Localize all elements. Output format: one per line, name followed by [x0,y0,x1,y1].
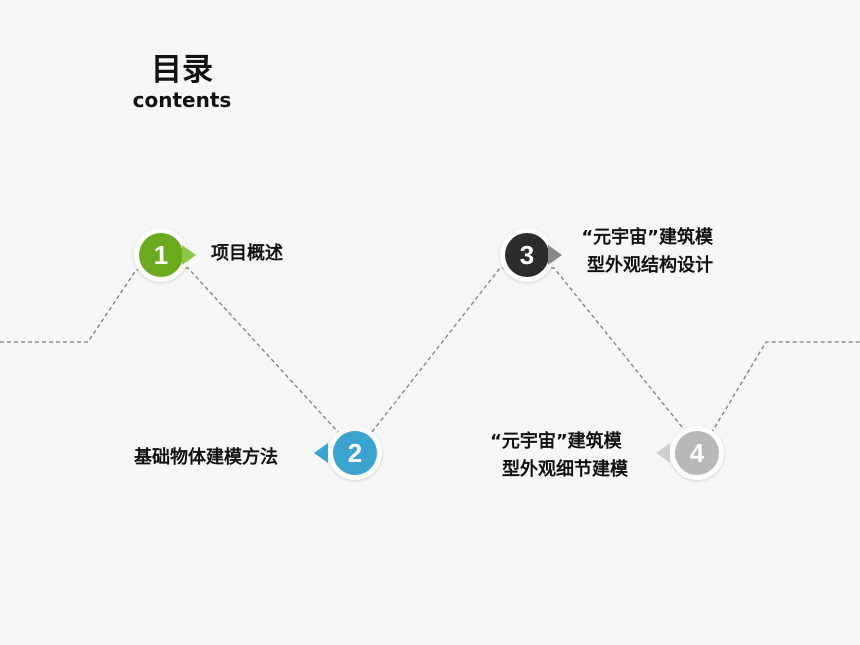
toc-item-2-number: 2 [333,431,377,475]
toc-item-1-number: 1 [139,233,183,277]
pointer-right-icon [182,245,196,265]
toc-item-3-number: 3 [505,233,549,277]
pointer-right-icon [548,245,562,265]
toc-item-4-label[interactable]: “元宇宙”建筑模 型外观细节建模 [490,431,628,480]
toc-subtitle: contents [132,88,232,112]
toc-item-4-number: 4 [675,431,719,475]
toc-heading: 目录 contents [132,50,232,112]
toc-item-2-label[interactable]: 基础物体建模方法 [134,447,278,468]
pointer-left-icon [314,443,328,463]
toc-item-1-label[interactable]: 项目概述 [211,243,283,264]
toc-item-1-marker[interactable]: 1 [134,228,196,282]
dashed-zigzag-line [0,267,860,433]
toc-item-4-marker[interactable]: 4 [656,426,724,480]
pointer-left-icon [656,443,670,463]
toc-item-3-label[interactable]: “元宇宙”建筑模 型外观结构设计 [581,227,713,276]
toc-item-2-marker[interactable]: 2 [314,426,382,480]
toc-title: 目录 [151,52,213,88]
toc-item-3-marker[interactable]: 3 [500,228,562,282]
